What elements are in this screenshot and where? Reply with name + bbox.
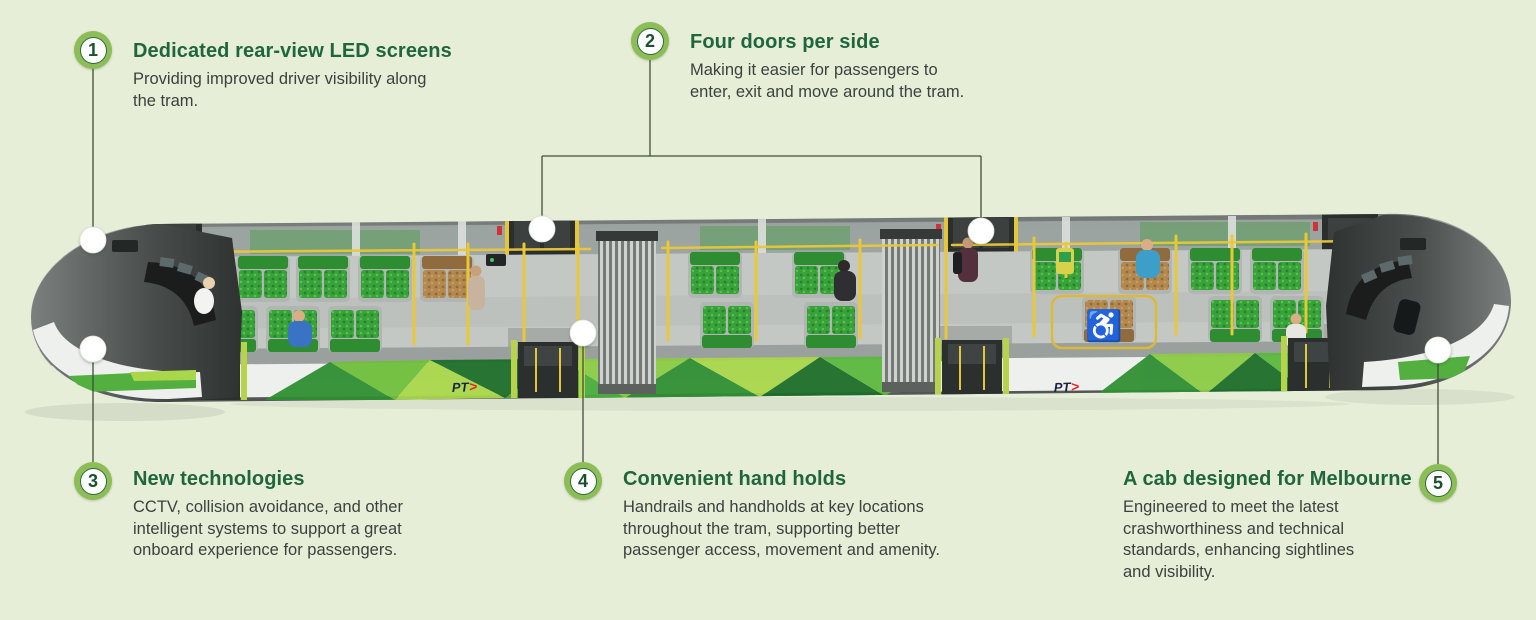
callout-5-badge: 5 xyxy=(1419,464,1457,502)
callout-1-badge: 1 xyxy=(74,31,112,69)
callout-5-body: Engineered to meet the latest crashworth… xyxy=(1123,498,1355,581)
driver xyxy=(194,277,215,314)
callout-3-badge: 3 xyxy=(74,462,112,500)
callout-4-title: Convenient hand holds xyxy=(623,468,847,490)
callout-2-title: Four doors per side xyxy=(690,31,880,53)
ptv-logo-text: PT xyxy=(1054,379,1072,395)
ptv-logo-left: PT > xyxy=(452,378,478,395)
right-cab xyxy=(1326,214,1512,392)
anchor-dot-4 xyxy=(569,319,597,347)
anchor-dot-2b xyxy=(967,217,995,245)
ptv-logo-arrow: > xyxy=(469,378,478,394)
wheelchair-icon: ♿ xyxy=(1085,308,1122,343)
callout-1-body: Providing improved driver visibility alo… xyxy=(133,70,427,110)
callout-3-title: New technologies xyxy=(133,468,305,490)
anchor-dot-1 xyxy=(79,226,107,254)
callout-1-title: Dedicated rear-view LED screens xyxy=(133,40,452,62)
anchor-dot-5 xyxy=(1424,336,1452,364)
callout-4-badge: 4 xyxy=(564,462,602,500)
callout-4-body: Handrails and handholds at key locations… xyxy=(623,498,941,559)
anchor-dots xyxy=(79,215,1452,364)
callout-3-number: 3 xyxy=(79,467,107,495)
ptv-logo-arrow: > xyxy=(1071,378,1080,394)
anchor-dot-2a xyxy=(528,215,556,243)
articulation-bellows xyxy=(596,229,942,394)
led-screen xyxy=(486,254,506,266)
connector-line-2 xyxy=(541,60,982,231)
callout-5-number: 5 xyxy=(1424,469,1452,497)
callout-5: A cab designed for Melbourne Engineered … xyxy=(1123,467,1415,583)
callout-1: Dedicated rear-view LED screens Providin… xyxy=(133,39,478,112)
callout-2-number: 2 xyxy=(636,27,664,55)
callout-1-number: 1 xyxy=(79,36,107,64)
callout-3-body: CCTV, collision avoidance, and other int… xyxy=(133,498,403,559)
callout-2-badge: 2 xyxy=(631,22,669,60)
anchor-dot-3 xyxy=(79,335,107,363)
callout-connectors xyxy=(92,60,1439,464)
tram-shadow xyxy=(25,389,1515,421)
callout-3: New technologies CCTV, collision avoidan… xyxy=(133,467,475,562)
callout-2-body: Making it easier for passengers to enter… xyxy=(690,61,965,101)
ptv-logo-text: PT xyxy=(452,379,470,395)
ticket-validator xyxy=(1056,242,1074,278)
wheelchair-area: ♿ xyxy=(1050,294,1158,350)
callout-4: Convenient hand holds Handrails and hand… xyxy=(623,467,979,562)
callout-2: Four doors per side Making it easier for… xyxy=(690,30,1002,103)
ptv-logo-right: PT > xyxy=(1054,378,1080,395)
callout-5-title: A cab designed for Melbourne xyxy=(1123,468,1412,490)
callout-4-number: 4 xyxy=(569,467,597,495)
handrails xyxy=(176,232,1370,348)
